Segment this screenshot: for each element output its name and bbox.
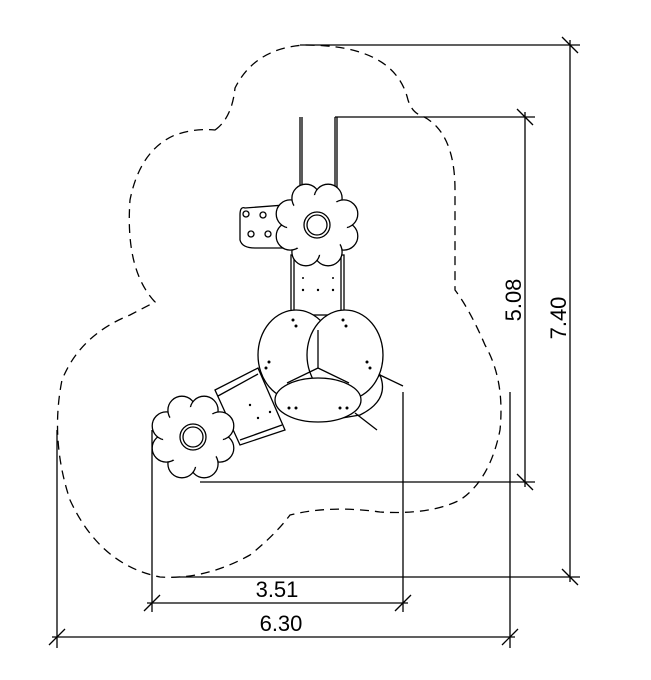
- dimension-overall-height: 7.40: [546, 297, 571, 340]
- safety-zone-outline: [56, 44, 502, 578]
- dimension-lines: [48, 36, 580, 648]
- play-panel: [239, 204, 286, 249]
- roof-hatch-ring: [179, 423, 207, 451]
- dimension-structure-width: 3.51: [256, 577, 299, 602]
- tower-roof-top: [275, 183, 359, 267]
- roof-fill: [287, 195, 347, 255]
- dimension-structure-height: 5.08: [501, 279, 526, 322]
- roof-hatch-ring: [182, 426, 204, 448]
- roof-hatch-ring: [306, 214, 328, 236]
- tower-roof-left: [151, 395, 235, 479]
- slide-chute: [299, 117, 338, 195]
- roof-hatch-ring: [303, 211, 331, 239]
- dimension-overall-width: 6.30: [260, 611, 303, 636]
- central-platform: [257, 309, 404, 431]
- roof-fill: [163, 407, 223, 467]
